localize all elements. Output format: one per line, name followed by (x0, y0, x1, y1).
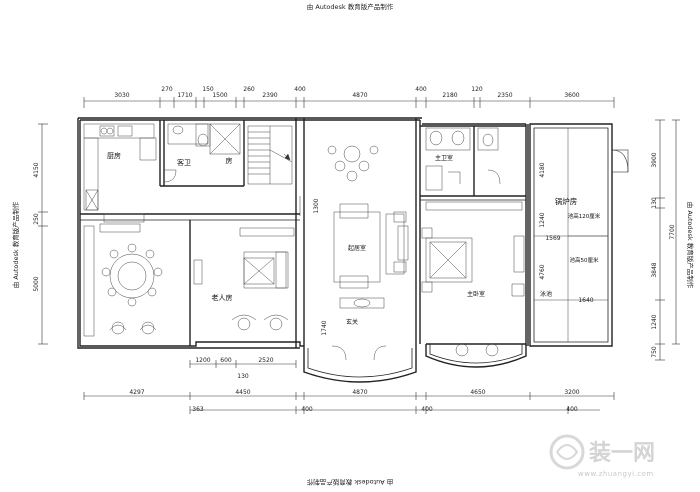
dim-bottom-r3-1: 363 (192, 406, 204, 413)
dim-inner-1569: 1569 (545, 235, 560, 242)
dim-inner-4760: 4760 (539, 264, 546, 279)
dim-top-12: 120 (471, 86, 483, 93)
left-dimension-texts: 4150 250 5000 (33, 162, 40, 291)
dim-top-9: 4870 (352, 92, 367, 99)
living-area-furniture (327, 145, 409, 361)
logo-text: 装一网 (589, 441, 655, 466)
master-bedroom-furniture (421, 201, 525, 357)
walls (77, 117, 613, 383)
dim-left-3: 5000 (33, 276, 40, 291)
bottom-dimension-lines (83, 360, 615, 414)
dim-right-3: 7700 (669, 224, 676, 239)
dim-bottom-r1-2: 600 (220, 357, 232, 364)
dim-top-7: 2390 (262, 92, 277, 99)
elderly-room-furniture (193, 227, 295, 331)
room-guest-bath: 客卫 (177, 158, 191, 167)
top-dimension-lines (83, 97, 615, 108)
dim-inner-4180: 4180 (539, 162, 546, 177)
dim-right-4: 3848 (651, 262, 658, 277)
pool-depth-120: 池高120厘米 (568, 212, 601, 220)
pool-inner-lines (534, 128, 608, 342)
room-master-bath: 主卫室 (435, 154, 453, 162)
dim-top-4: 150 (202, 86, 214, 93)
right-dimension-texts: 3900 130 7700 3848 1240 750 (651, 152, 676, 358)
dim-top-10: 400 (415, 86, 427, 93)
watermark-top: 由 Autodesk 教育版产品制作 (306, 3, 394, 11)
kitchen-furniture (83, 123, 157, 223)
room-boiler: 锅炉房 (555, 196, 578, 206)
dim-right-2: 130 (651, 197, 658, 209)
dining-room-furniture (83, 223, 163, 337)
logo-watermark: 装一网 (549, 434, 655, 470)
dim-right-6: 750 (651, 346, 658, 358)
dim-left-1: 4150 (33, 162, 40, 177)
dim-top-14: 3600 (564, 92, 579, 99)
room-master-bedroom: 主卧室 (467, 290, 485, 298)
room-living: 起居室 (348, 244, 366, 252)
dim-bottom-r3-3: 400 (421, 406, 433, 413)
room-entry: 玄关 (346, 318, 358, 326)
dim-bottom-mid: 130 (237, 373, 249, 380)
dim-bottom-r1-1: 1200 (195, 357, 210, 364)
master-bath-fixtures (425, 127, 501, 191)
dim-top-8: 400 (294, 86, 306, 93)
dim-bottom-r2-1: 4297 (129, 389, 144, 396)
dim-top-11: 2180 (442, 92, 457, 99)
dim-bottom-r3-4: 400 (566, 406, 578, 413)
guest-bath-fixtures (163, 123, 241, 183)
dim-inner-1300: 1300 (313, 198, 320, 213)
room-elderly: 老人房 (212, 293, 233, 302)
dim-right-1: 3900 (651, 152, 658, 167)
staircase (247, 125, 293, 185)
room-pool: 泳池 (540, 290, 552, 298)
top-dimension-texts: 3030 270 1710 150 1500 260 2390 400 4870… (114, 86, 579, 99)
logo-url: www.zhuangyi.com (578, 470, 654, 478)
dim-bottom-r1-3: 2520 (258, 357, 273, 364)
dim-top-6: 260 (243, 86, 255, 93)
dim-left-2: 250 (33, 213, 40, 225)
dim-bottom-r2-5: 3200 (564, 389, 579, 396)
dim-bottom-r2-3: 4870 (352, 389, 367, 396)
dim-top-3: 1710 (177, 92, 192, 99)
dim-right-5: 1240 (651, 314, 658, 329)
annex-door (611, 149, 629, 173)
room-partial: 房 (226, 156, 233, 165)
dim-bottom-r2-2: 4450 (235, 389, 250, 396)
dim-bottom-r3-2: 400 (301, 406, 313, 413)
dim-top-13: 2350 (497, 92, 512, 99)
room-kitchen: 厨房 (107, 151, 121, 160)
pool-depth-50: 池高50厘米 (570, 256, 599, 264)
dim-inner-1740: 1740 (321, 320, 328, 335)
dim-inner-1640: 1640 (578, 297, 593, 304)
dim-top-5: 1500 (212, 92, 227, 99)
dim-top-1: 3030 (114, 92, 129, 99)
left-dimension-lines (38, 123, 48, 345)
dim-bottom-r2-4: 4650 (470, 389, 485, 396)
dim-top-2: 270 (161, 86, 173, 93)
bottom-dimension-texts: 1200 600 2520 130 4297 4450 4870 4650 32… (129, 357, 579, 413)
dim-inner-1240: 1240 (539, 212, 546, 227)
right-dimension-lines (655, 119, 680, 361)
